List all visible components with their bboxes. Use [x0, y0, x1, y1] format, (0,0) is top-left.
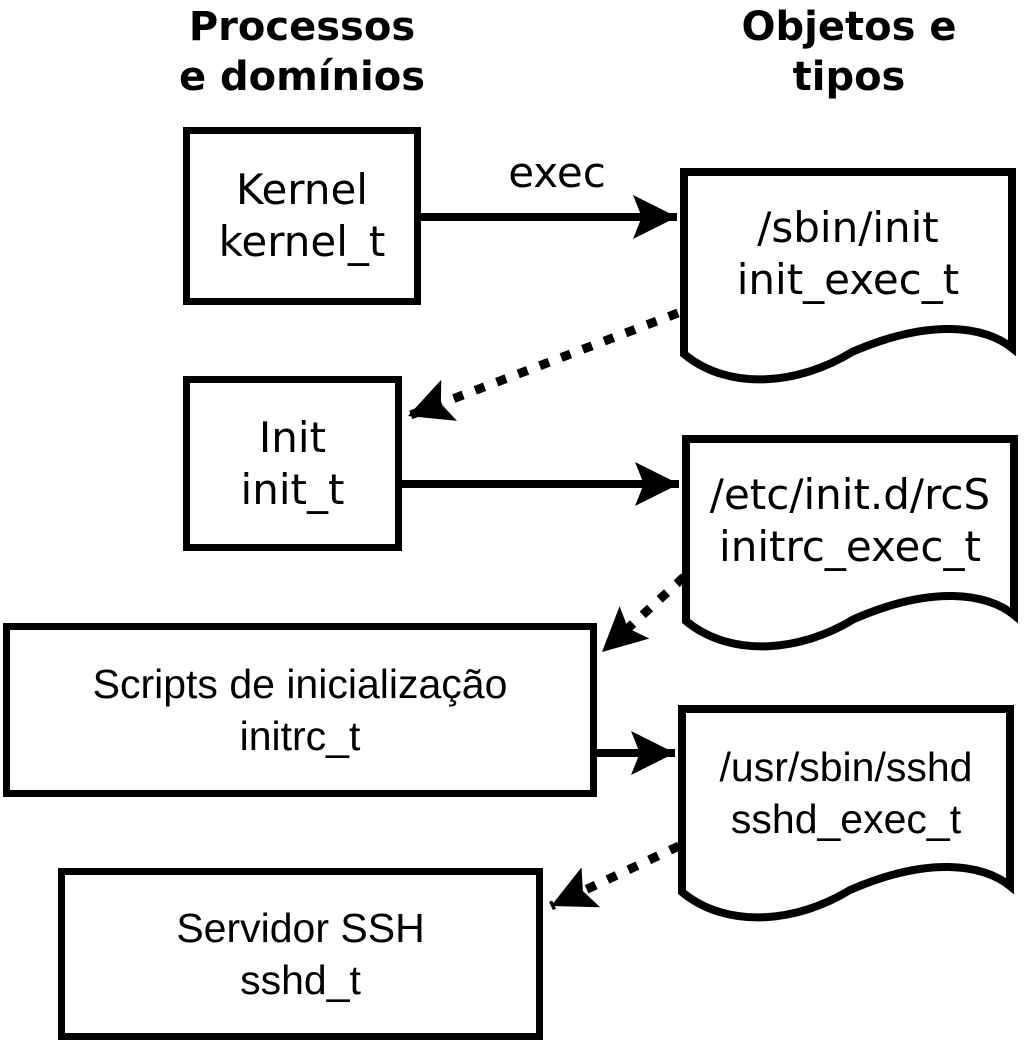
- object-path: /etc/init.d/rcS: [709, 470, 991, 519]
- process-name: Servidor SSH: [176, 905, 425, 951]
- column-header-processes-line2: e domínios: [178, 54, 426, 100]
- process-name: Init: [258, 412, 327, 462]
- process-box-init: [183, 376, 402, 551]
- domain-type: sshd_t: [240, 957, 361, 1003]
- domain-type: kernel_t: [218, 217, 386, 266]
- process-label-init: Init init_t: [183, 376, 402, 551]
- object-label-sbin-init: /sbin/init init_exec_t: [680, 168, 1016, 340]
- document-shape-sbin-init: [680, 168, 1016, 384]
- object-type: initrc_exec_t: [719, 522, 981, 571]
- document-shape-etc-initd-rcs: [682, 435, 1018, 651]
- process-name: Scripts de inicialização: [92, 661, 508, 707]
- process-box-kernel: [183, 127, 421, 305]
- column-header-objects-line2: tipos: [792, 54, 906, 100]
- object-type: sshd_exec_t: [730, 795, 962, 842]
- process-label-kernel: Kernel kernel_t: [183, 127, 421, 305]
- domain-type: init_t: [240, 464, 345, 514]
- dotted-arrow-sshd-exec-to-sshd: [549, 841, 681, 911]
- column-header-objects: Objetos e tipos: [694, 2, 1004, 102]
- column-header-processes-line1: Processos: [188, 4, 416, 50]
- dotted-arrow-sbin-init-to-init: [406, 308, 680, 421]
- object-label-usr-sbin-sshd: /usr/sbin/sshd sshd_exec_t: [678, 705, 1014, 880]
- exec-arrow-label: exec: [508, 148, 606, 197]
- dotted-arrow-rcs-to-initrc: [598, 573, 688, 656]
- process-box-sshd: [58, 868, 543, 1040]
- process-box-initrc: [3, 623, 597, 797]
- object-path: /sbin/init: [757, 203, 939, 252]
- process-name: Kernel: [236, 165, 368, 214]
- object-type: init_exec_t: [736, 255, 960, 304]
- object-path: /usr/sbin/sshd: [719, 743, 973, 790]
- object-label-etc-initd-rcs: /etc/init.d/rcS initrc_exec_t: [682, 435, 1018, 607]
- process-label-initrc: Scripts de inicialização initrc_t: [3, 623, 597, 797]
- document-shape-usr-sbin-sshd: [678, 705, 1014, 922]
- process-label-sshd: Servidor SSH sshd_t: [58, 868, 543, 1040]
- column-header-objects-line1: Objetos e: [741, 4, 957, 50]
- column-header-processes: Processos e domínios: [152, 2, 452, 102]
- domain-type: initrc_t: [239, 713, 361, 759]
